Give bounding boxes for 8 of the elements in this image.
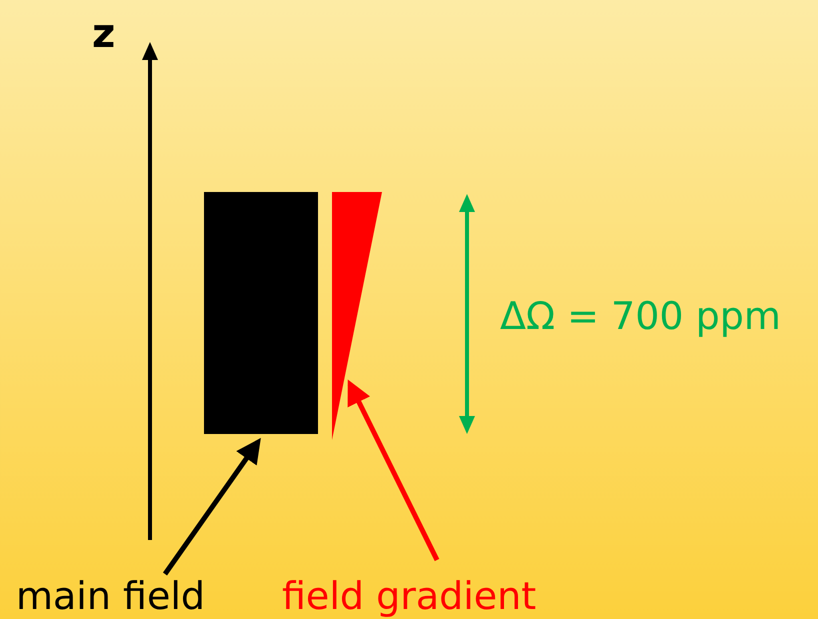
gradient-wedge: [332, 192, 382, 440]
leader-arrow: [162, 438, 261, 576]
dimension-label: ΔΩ = 700 ppm: [500, 294, 781, 338]
leader-arrow: [348, 380, 440, 562]
field-block: [204, 192, 318, 434]
callout-text: field gradient: [282, 574, 536, 618]
callout-text: main field: [16, 574, 206, 618]
axis-label: z: [92, 12, 116, 56]
